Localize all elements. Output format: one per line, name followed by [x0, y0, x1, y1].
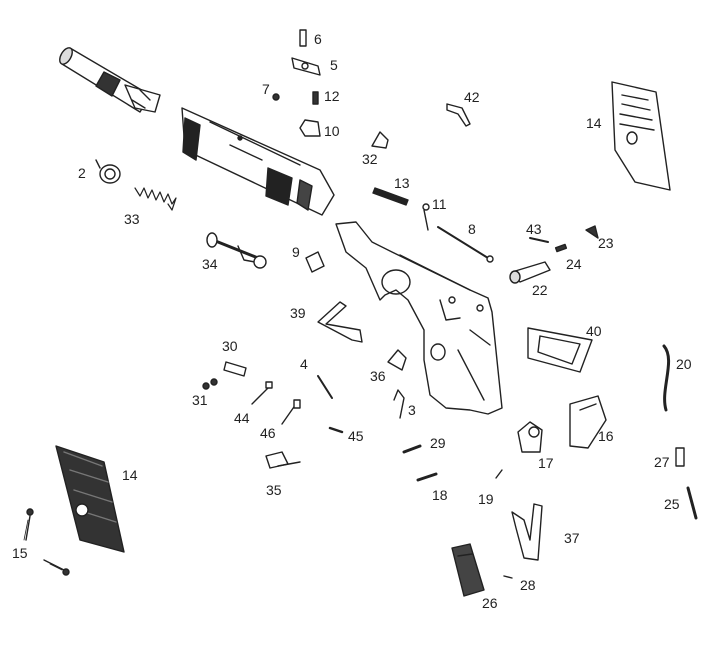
part-42 — [446, 103, 471, 127]
label-39: 39 — [290, 305, 306, 321]
label-27: 27 — [654, 454, 670, 470]
label-44: 44 — [234, 410, 250, 426]
part-35 — [265, 451, 301, 469]
part-9 — [305, 251, 325, 273]
label-3: 3 — [408, 402, 416, 418]
part-28 — [503, 575, 513, 579]
part-4 — [317, 375, 333, 399]
label-33: 33 — [124, 211, 140, 227]
part-17 — [517, 421, 543, 453]
part-30 — [223, 361, 247, 377]
part-26 — [451, 543, 485, 597]
part-40 — [527, 327, 593, 373]
part-18 — [416, 472, 438, 482]
label-45: 45 — [348, 428, 364, 444]
part-5 — [291, 57, 321, 76]
label-11: 11 — [432, 196, 447, 212]
label-28: 28 — [520, 577, 536, 593]
label-13: 13 — [394, 175, 410, 191]
part-19 — [495, 469, 503, 479]
part-11 — [422, 203, 430, 231]
label-19: 19 — [478, 491, 494, 507]
label-8: 8 — [468, 221, 476, 237]
label-2: 2 — [78, 165, 86, 181]
part-45 — [328, 426, 344, 434]
label-29: 29 — [430, 435, 446, 451]
label-24: 24 — [566, 256, 582, 272]
part-6 — [299, 29, 307, 47]
part-43 — [529, 237, 549, 243]
label-34: 34 — [202, 256, 218, 272]
part-15 — [25, 508, 70, 576]
part-12 — [312, 91, 319, 105]
part-31 — [202, 378, 218, 390]
part-3 — [393, 389, 405, 419]
barrel-part — [59, 47, 161, 113]
label-31: 31 — [192, 392, 208, 408]
part-46 — [281, 399, 301, 425]
part-7 — [272, 93, 280, 101]
part-22 — [509, 261, 551, 284]
label-14-top: 14 — [586, 115, 602, 131]
label-10: 10 — [324, 123, 340, 139]
label-12: 12 — [324, 88, 340, 104]
part-25 — [686, 486, 698, 520]
part-36 — [387, 349, 407, 371]
part-23 — [585, 225, 599, 239]
part-13 — [372, 187, 409, 206]
part-20 — [662, 344, 671, 412]
label-43: 43 — [526, 221, 542, 237]
part-34 — [206, 232, 267, 269]
label-35: 35 — [266, 482, 282, 498]
leader-lines — [23, 519, 63, 571]
label-42: 42 — [464, 89, 480, 105]
part-44 — [251, 381, 273, 405]
label-32: 32 — [362, 151, 378, 167]
slide-part — [181, 107, 335, 216]
label-18: 18 — [432, 487, 448, 503]
part-39 — [317, 301, 363, 343]
label-22: 22 — [532, 282, 548, 298]
part-27 — [675, 447, 685, 467]
part-14-bottom — [55, 445, 125, 553]
label-26: 26 — [482, 595, 498, 611]
label-17: 17 — [538, 455, 554, 471]
part-24 — [554, 243, 568, 253]
label-30: 30 — [222, 338, 238, 354]
part-33 — [134, 187, 177, 211]
label-15: 15 — [12, 545, 28, 561]
label-6: 6 — [314, 31, 322, 47]
label-40: 40 — [586, 323, 602, 339]
part-8 — [437, 226, 494, 263]
label-14-bottom: 14 — [122, 467, 138, 483]
label-23: 23 — [598, 235, 614, 251]
label-36: 36 — [370, 368, 386, 384]
part-16 — [569, 395, 607, 449]
part-2 — [95, 159, 121, 184]
label-9: 9 — [292, 244, 300, 260]
part-37 — [511, 503, 543, 561]
label-7: 7 — [262, 81, 270, 97]
label-46: 46 — [260, 425, 276, 441]
label-5: 5 — [330, 57, 338, 73]
part-32 — [371, 131, 389, 149]
label-20: 20 — [676, 356, 692, 372]
label-25: 25 — [664, 496, 680, 512]
label-16: 16 — [598, 428, 614, 444]
frame-part — [335, 221, 503, 415]
part-10 — [299, 119, 321, 137]
label-37: 37 — [564, 530, 580, 546]
part-14-top — [611, 81, 671, 191]
part-29 — [402, 444, 422, 454]
label-4: 4 — [300, 356, 308, 372]
